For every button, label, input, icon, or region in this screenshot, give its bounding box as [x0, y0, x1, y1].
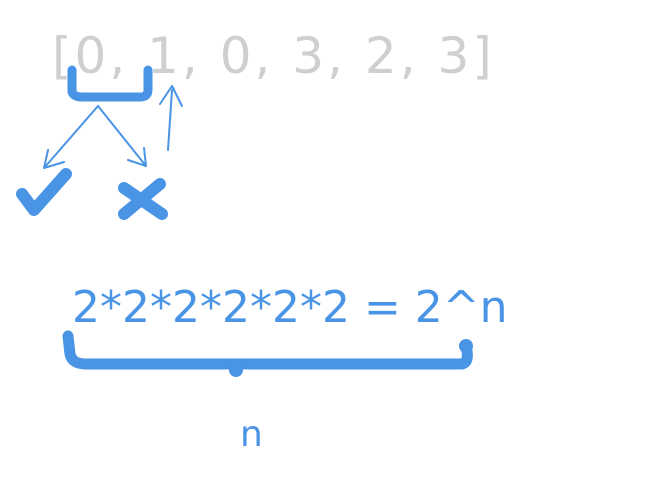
cross-icon — [118, 178, 168, 220]
brace-center-dot — [229, 363, 243, 377]
bottom-brace — [62, 330, 473, 370]
brace-end-dot — [459, 339, 473, 353]
first-element-bracket — [67, 65, 153, 102]
formula-text: 2*2*2*2*2*2 = 2^n — [72, 282, 508, 333]
up-arrow — [159, 85, 183, 151]
brace-label: n — [240, 414, 263, 455]
left-branch-arrow — [43, 105, 99, 169]
right-branch-arrow — [97, 105, 147, 167]
check-icon — [16, 168, 72, 216]
array-text: [0, 1, 0, 3, 2, 3] — [52, 27, 495, 85]
